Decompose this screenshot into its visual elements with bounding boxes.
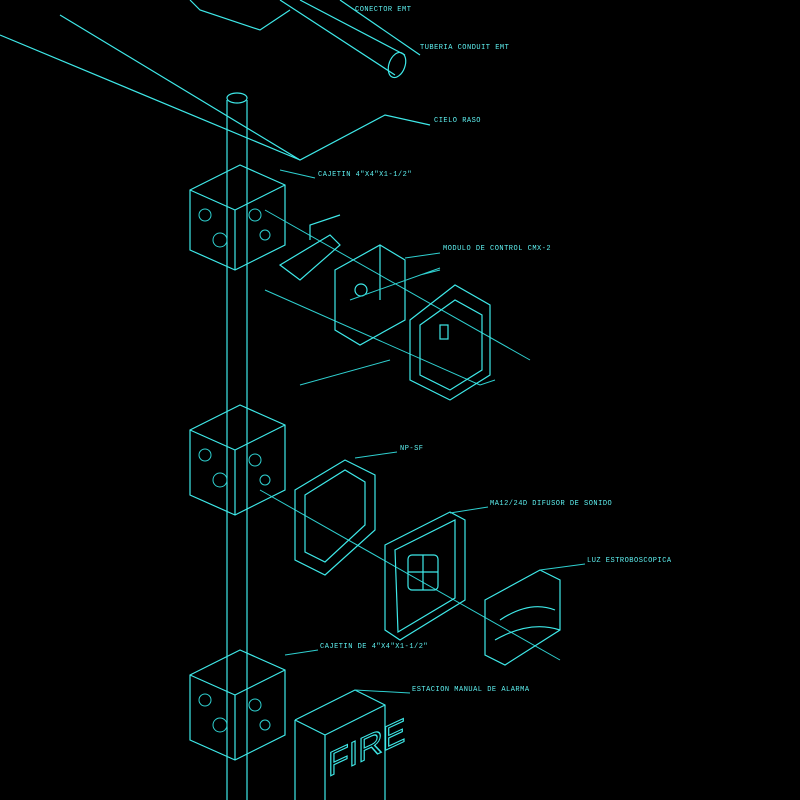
label-cajetin-bottom: CAJETIN DE 4"X4"X1-1/2"	[320, 643, 429, 651]
label-np-sf: NP-SF	[400, 445, 424, 453]
junction-box-bottom	[189, 649, 286, 761]
ceiling-and-conduit	[0, 0, 431, 161]
label-difusor-sonido: MA12/24D DIFUSOR DE SONIDO	[490, 500, 613, 508]
junction-box-middle	[189, 404, 286, 516]
control-module	[264, 209, 531, 401]
leader-lines	[279, 169, 586, 694]
manual-pull-station: FIRE	[294, 689, 406, 800]
label-cielo-raso: CIELO RASO	[434, 117, 482, 125]
label-luz-estroboscopica: LUZ ESTROBOSCOPICA	[587, 557, 672, 565]
label-modulo-control: MODULO DE CONTROL CMX-2	[443, 245, 552, 253]
label-conector-emt: CONECTOR EMT	[355, 6, 412, 14]
vertical-conduit	[226, 92, 248, 800]
label-cajetin-top: CAJETIN 4"X4"X1-1/2"	[318, 171, 413, 179]
np-sf-plate	[259, 459, 561, 661]
junction-box-top	[189, 164, 286, 271]
speaker-diffuser	[384, 511, 466, 641]
label-estacion-manual: ESTACION MANUAL DE ALARMA	[412, 686, 530, 694]
label-tuberia-conduit: TUBERIA CONDUIT EMT	[420, 44, 510, 52]
strobe-light	[484, 569, 561, 666]
fire-text: FIRE	[328, 711, 405, 785]
